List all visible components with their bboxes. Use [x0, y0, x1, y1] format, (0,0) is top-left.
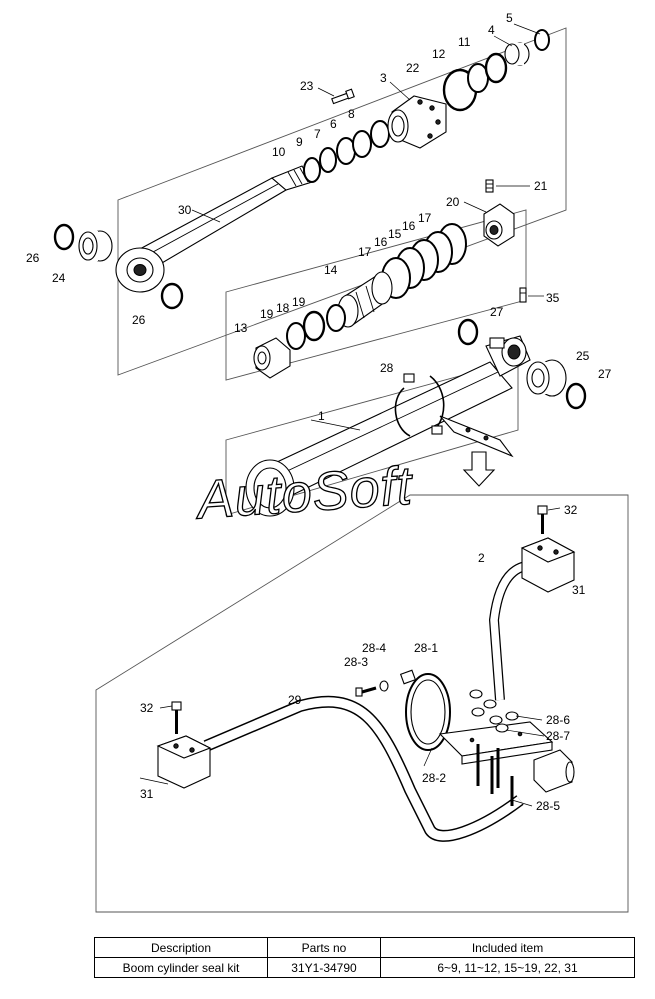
callout-label: 11 — [458, 35, 471, 49]
pipe-coupling — [533, 749, 575, 793]
callout-label: 19 — [260, 307, 274, 321]
rod-cover-3 — [387, 95, 447, 149]
nuts-washers-28-6-28-7 — [469, 689, 519, 733]
callout-label: 20 — [446, 195, 460, 209]
callout-label: 14 — [324, 263, 338, 277]
table-cell-description: Boom cylinder seal kit — [94, 957, 268, 978]
flange-block-upper — [520, 537, 576, 593]
bolt-23 — [331, 88, 355, 105]
callout-label: 28-1 — [414, 641, 438, 655]
callout-label: 28-3 — [344, 655, 368, 669]
dust-seals-26 — [53, 223, 184, 310]
callout-label: 29 — [288, 693, 302, 707]
callout-label: 22 — [406, 61, 420, 75]
callout-label: 16 — [374, 235, 388, 249]
frame-pipe-assembly — [95, 494, 629, 913]
table-row: Boom cylinder seal kit 31Y1-34790 6~9, 1… — [94, 957, 635, 978]
callout-label: 17 — [358, 245, 372, 259]
callout-label: 24 — [52, 271, 66, 285]
callout-label: 32 — [140, 701, 154, 715]
callout-label: 17 — [418, 211, 432, 225]
pipe-clamp-28-1 — [399, 669, 451, 751]
detail-arrow — [462, 451, 496, 487]
callout-label: 25 — [576, 349, 590, 363]
rod-bushing-24 — [78, 230, 113, 262]
cushion-seals — [286, 304, 346, 350]
callout-label: 16 — [402, 219, 416, 233]
bolt-28-3 — [355, 680, 389, 697]
callout-label: 15 — [388, 227, 402, 241]
pipe-29 — [203, 695, 524, 842]
callout-label: 19 — [292, 295, 306, 309]
callout-label: 28-7 — [546, 729, 570, 743]
piston-14 — [337, 271, 393, 328]
callout-label: 10 — [272, 145, 286, 159]
callout-label: 6 — [330, 117, 337, 131]
panel-frames — [95, 27, 629, 913]
callout-label: 13 — [234, 321, 248, 335]
rod-seal-rings — [303, 120, 390, 183]
table-header-row: Description Parts no Included item — [94, 937, 635, 958]
callout-label: 31 — [140, 787, 154, 801]
grease-nipple-35 — [519, 287, 527, 303]
table-cell-parts-no: 31Y1-34790 — [267, 957, 381, 978]
socket-bolts-32 — [171, 505, 548, 734]
callout-label: 28-6 — [546, 713, 570, 727]
tube-bushing-25 — [526, 359, 567, 397]
cushion-ring-13 — [253, 337, 291, 379]
piston-nut-20 — [483, 203, 515, 247]
callout-label: 35 — [546, 291, 560, 305]
table-header-included-item: Included item — [380, 937, 635, 958]
callout-label: 7 — [314, 127, 321, 141]
frame-tube-assembly — [225, 359, 519, 516]
callout-label: 8 — [348, 107, 355, 121]
callout-label: 30 — [178, 203, 192, 217]
head-seals — [442, 29, 550, 112]
callout-label: 3 — [380, 71, 387, 85]
table-header-parts-no: Parts no — [267, 937, 381, 958]
callout-label: 9 — [296, 135, 303, 149]
callout-label: 21 — [534, 179, 548, 193]
dust-seals-27 — [457, 318, 587, 410]
clamp-bracket-28-2 — [438, 721, 554, 765]
callout-label: 5 — [506, 11, 513, 25]
callout-label: 28-4 — [362, 641, 386, 655]
callout-label: 12 — [432, 47, 446, 61]
callout-label: 18 — [276, 301, 290, 315]
tube-clamp-28 — [394, 373, 514, 458]
callout-label: 28-5 — [536, 799, 560, 813]
u-bolts-28-5 — [476, 744, 514, 806]
callout-label: 27 — [598, 367, 612, 381]
seal-kit-table: Description Parts no Included item Boom … — [94, 937, 635, 978]
callout-label: 26 — [26, 251, 40, 265]
callout-label: 32 — [564, 503, 578, 517]
callout-labels: 1 30 3 4 5 6 7 8 9 10 11 12 13 14 15 16 … — [26, 11, 612, 813]
callout-label: 4 — [488, 23, 495, 37]
table-cell-included-item: 6~9, 11~12, 15~19, 22, 31 — [380, 957, 635, 978]
callout-label: 27 — [490, 305, 504, 319]
table-header-description: Description — [94, 937, 268, 958]
cylinder-tube-1 — [245, 335, 531, 517]
callout-label: 1 — [318, 409, 325, 423]
frame-rod-assembly — [117, 27, 567, 376]
piston-seal-rings — [381, 223, 467, 299]
callout-label: 28 — [380, 361, 394, 375]
callout-label: 26 — [132, 313, 146, 327]
leader-lines — [139, 23, 561, 807]
callout-label: 23 — [300, 79, 314, 93]
callout-label: 28-2 — [422, 771, 446, 785]
set-screw-21 — [485, 179, 494, 193]
flange-block-lower — [156, 735, 212, 789]
callout-label: 31 — [572, 583, 586, 597]
callout-label: 2 — [478, 551, 485, 565]
piston-rod — [115, 165, 313, 293]
